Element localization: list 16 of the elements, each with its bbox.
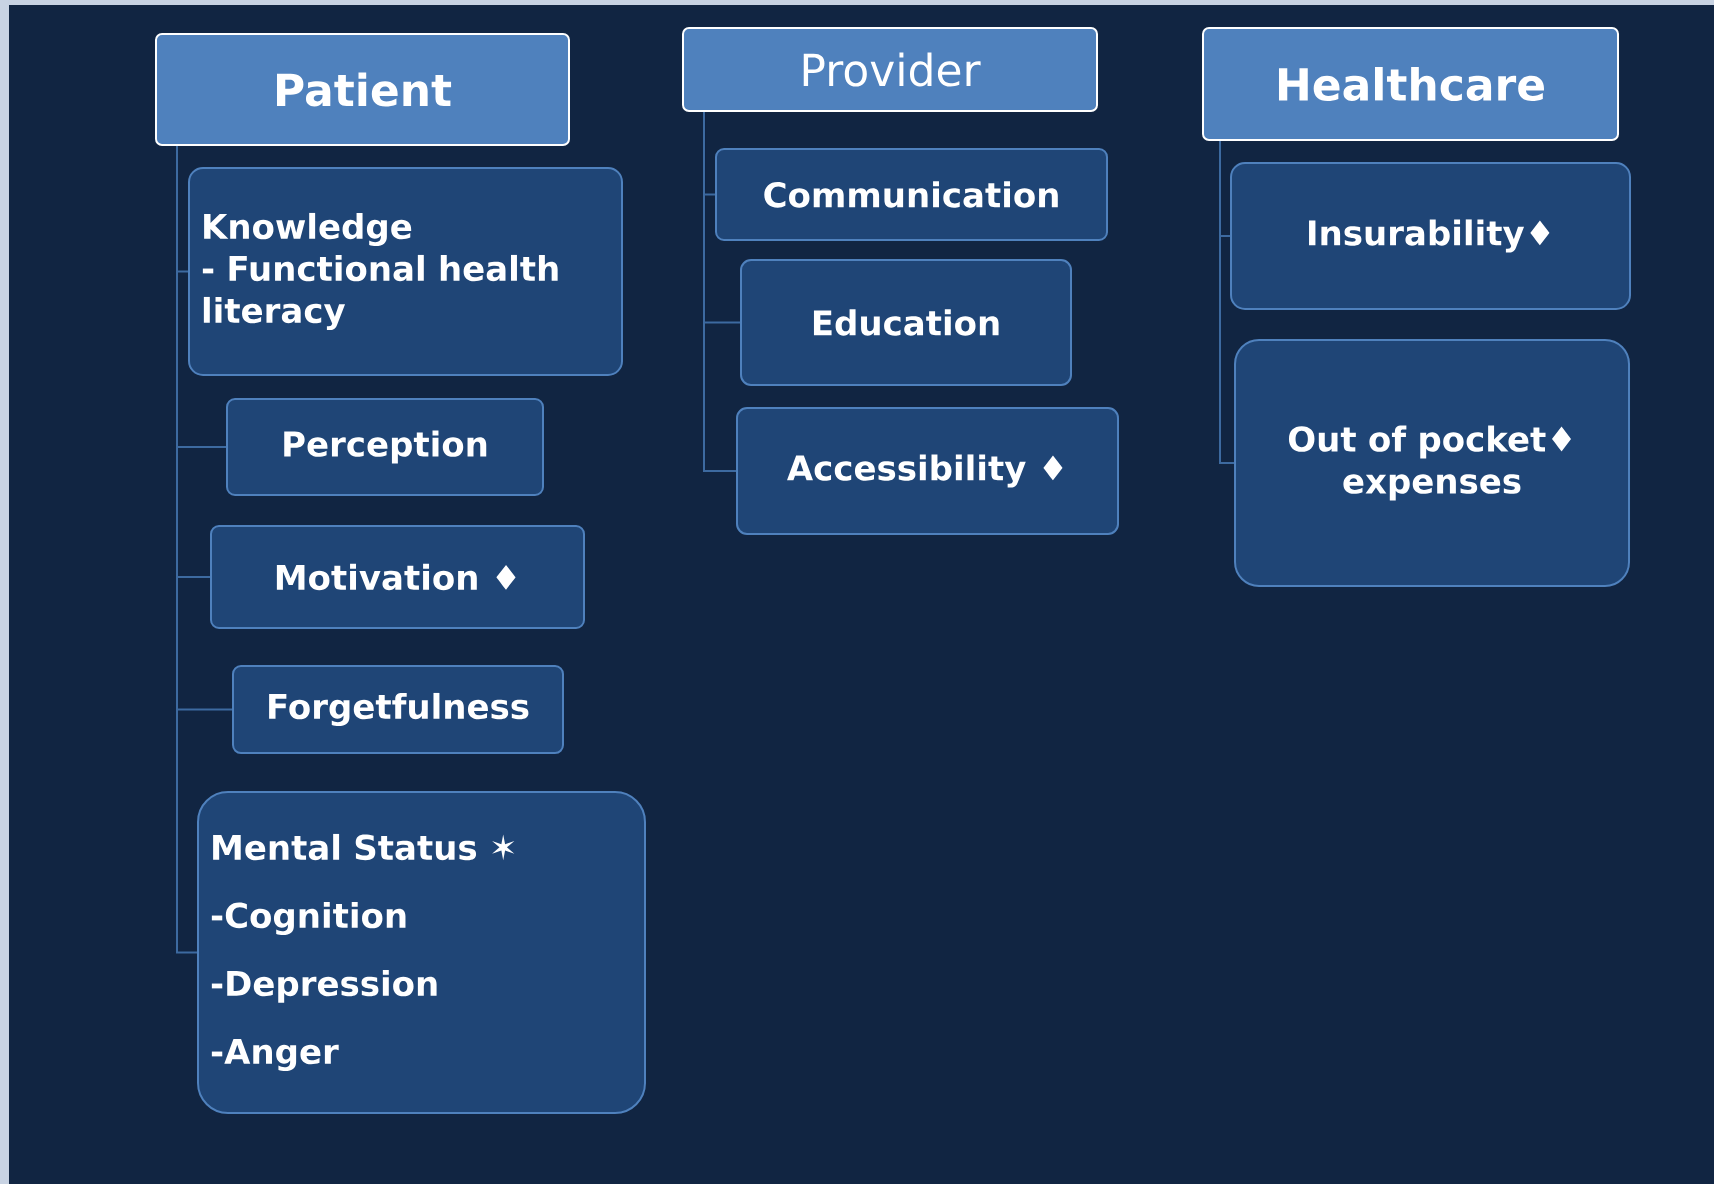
- factor-box: Forgetfulness: [232, 665, 564, 754]
- connector-line: [703, 111, 737, 472]
- connector-line: [1219, 140, 1235, 464]
- factor-box: Knowledge - Functional health literacy: [188, 167, 623, 376]
- header-box: Provider: [682, 27, 1098, 112]
- factor-box: Mental Status ✶ -Cognition -Depression -Anger: [197, 791, 646, 1114]
- factor-box: Insurability♦: [1230, 162, 1631, 310]
- header-box: Healthcare: [1202, 27, 1619, 141]
- header-box: Patient: [155, 33, 570, 146]
- factor-box: Motivation ♦: [210, 525, 585, 629]
- factor-box: Accessibility ♦: [736, 407, 1119, 535]
- factor-box: Communication: [715, 148, 1108, 241]
- factor-box: Education: [740, 259, 1072, 386]
- factor-box: Perception: [226, 398, 544, 496]
- connector-line: [176, 145, 198, 954]
- factor-box: Out of pocket♦ expenses: [1234, 339, 1630, 587]
